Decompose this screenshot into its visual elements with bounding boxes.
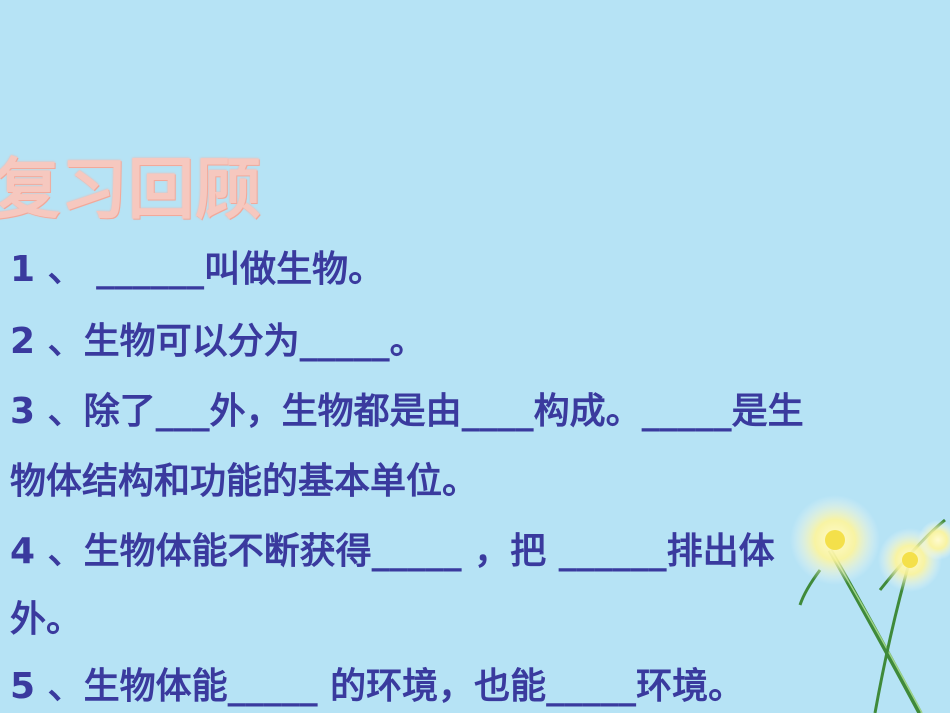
question-4-continued: 外。 xyxy=(10,599,83,640)
question-5: 5 、生物体能_____ 的环境，也能_____环境。 xyxy=(10,666,745,707)
question-2: 2 、生物可以分为_____。 xyxy=(10,321,426,362)
slide-title: 复习回顾 xyxy=(0,151,262,228)
dandelion-illustration xyxy=(790,495,950,713)
question-3-continued: 物体结构和功能的基本单位。 xyxy=(10,461,479,502)
question-1: 1 、 ______叫做生物。 xyxy=(10,249,385,290)
question-3: 3 、除了___外，生物都是由____构成。_____是生 xyxy=(10,391,804,432)
question-4: 4 、生物体能不断获得_____ ，把 ______排出体 xyxy=(10,531,775,572)
